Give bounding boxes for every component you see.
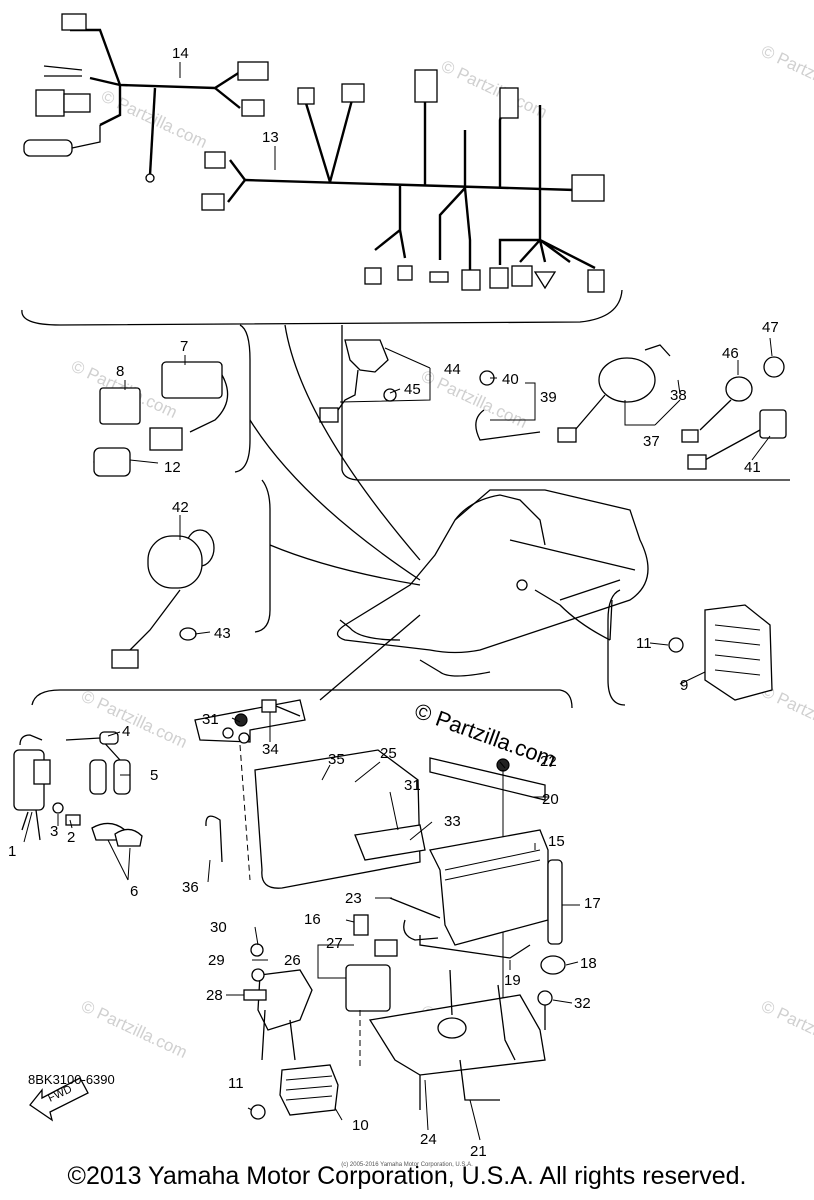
callout-27: 27 bbox=[326, 935, 343, 952]
callout-7: 7 bbox=[180, 338, 188, 355]
callout-36: 36 bbox=[182, 879, 199, 896]
callout-42: 42 bbox=[172, 499, 189, 516]
callout-38: 38 bbox=[670, 387, 687, 404]
callout-21: 21 bbox=[470, 1143, 487, 1160]
callout-22: 22 bbox=[540, 753, 557, 770]
callout-labels: 14 13 7 8 12 44 45 40 39 38 37 46 47 41 … bbox=[8, 45, 779, 1160]
callout-11-bottom: 11 bbox=[228, 1075, 244, 1092]
callout-19: 19 bbox=[504, 972, 521, 989]
callout-18: 18 bbox=[580, 955, 597, 972]
callout-28: 28 bbox=[206, 987, 223, 1004]
horn-group bbox=[111, 479, 271, 669]
watermark: © Partzilla.com bbox=[758, 41, 814, 107]
catalog-code: 8BK3100-6390 bbox=[28, 1072, 115, 1087]
watermark: © Partzilla.com bbox=[758, 996, 814, 1062]
callout-40: 40 bbox=[502, 371, 519, 388]
copyright-notice: ©2013 Yamaha Motor Corporation, U.S.A. A… bbox=[67, 1162, 747, 1190]
callout-9: 9 bbox=[680, 677, 688, 694]
callout-39: 39 bbox=[540, 389, 557, 406]
callout-13: 13 bbox=[262, 129, 279, 146]
callout-2: 2 bbox=[67, 829, 75, 846]
callout-29: 29 bbox=[208, 952, 225, 969]
relay-group bbox=[93, 324, 251, 477]
callout-34: 34 bbox=[262, 741, 279, 758]
switch-group bbox=[319, 325, 790, 481]
copyright-small-note: (c) 2005-2016 Yamaha Motor Corporation, … bbox=[341, 1162, 473, 1168]
callout-24: 24 bbox=[420, 1131, 437, 1148]
callout-10: 10 bbox=[352, 1117, 369, 1134]
callout-4: 4 bbox=[122, 723, 130, 740]
watermark: © Partzilla.com bbox=[78, 996, 190, 1062]
callout-leaders bbox=[23, 62, 773, 1141]
callout-12: 12 bbox=[164, 459, 181, 476]
callout-5: 5 bbox=[150, 767, 158, 784]
callout-15: 15 bbox=[548, 833, 565, 850]
callout-46: 46 bbox=[722, 345, 739, 362]
callout-30: 30 bbox=[210, 919, 227, 936]
callout-37: 37 bbox=[643, 433, 660, 450]
callout-1: 1 bbox=[8, 843, 16, 860]
snowmobile-illustration bbox=[249, 324, 649, 701]
callout-43: 43 bbox=[214, 625, 231, 642]
callout-25: 25 bbox=[380, 745, 397, 762]
callout-31-top: 31 bbox=[202, 711, 219, 728]
callout-23: 23 bbox=[345, 890, 362, 907]
watermark: © Partzilla.com bbox=[438, 56, 550, 122]
watermark: © Partzilla.com bbox=[78, 686, 190, 752]
callout-33: 33 bbox=[444, 813, 461, 830]
callout-6: 6 bbox=[130, 883, 138, 900]
lower-assembly: FWD bbox=[13, 689, 573, 1122]
callout-41: 41 bbox=[744, 459, 761, 476]
callout-8: 8 bbox=[116, 363, 124, 380]
callout-3: 3 bbox=[50, 823, 58, 840]
callout-35: 35 bbox=[328, 751, 345, 768]
callout-16: 16 bbox=[304, 911, 321, 928]
callout-44: 44 bbox=[444, 361, 461, 378]
callout-31-mid: 31 bbox=[404, 777, 421, 794]
callout-47: 47 bbox=[762, 319, 779, 336]
callout-26: 26 bbox=[284, 952, 301, 969]
callout-14: 14 bbox=[172, 45, 189, 62]
callout-17: 17 bbox=[584, 895, 601, 912]
wire-harness-group bbox=[21, 13, 623, 326]
callout-45: 45 bbox=[404, 381, 421, 398]
rectifier-group bbox=[607, 589, 773, 706]
callout-11-right: 11 bbox=[636, 635, 652, 652]
callout-32: 32 bbox=[574, 995, 591, 1012]
callout-20: 20 bbox=[542, 791, 559, 808]
